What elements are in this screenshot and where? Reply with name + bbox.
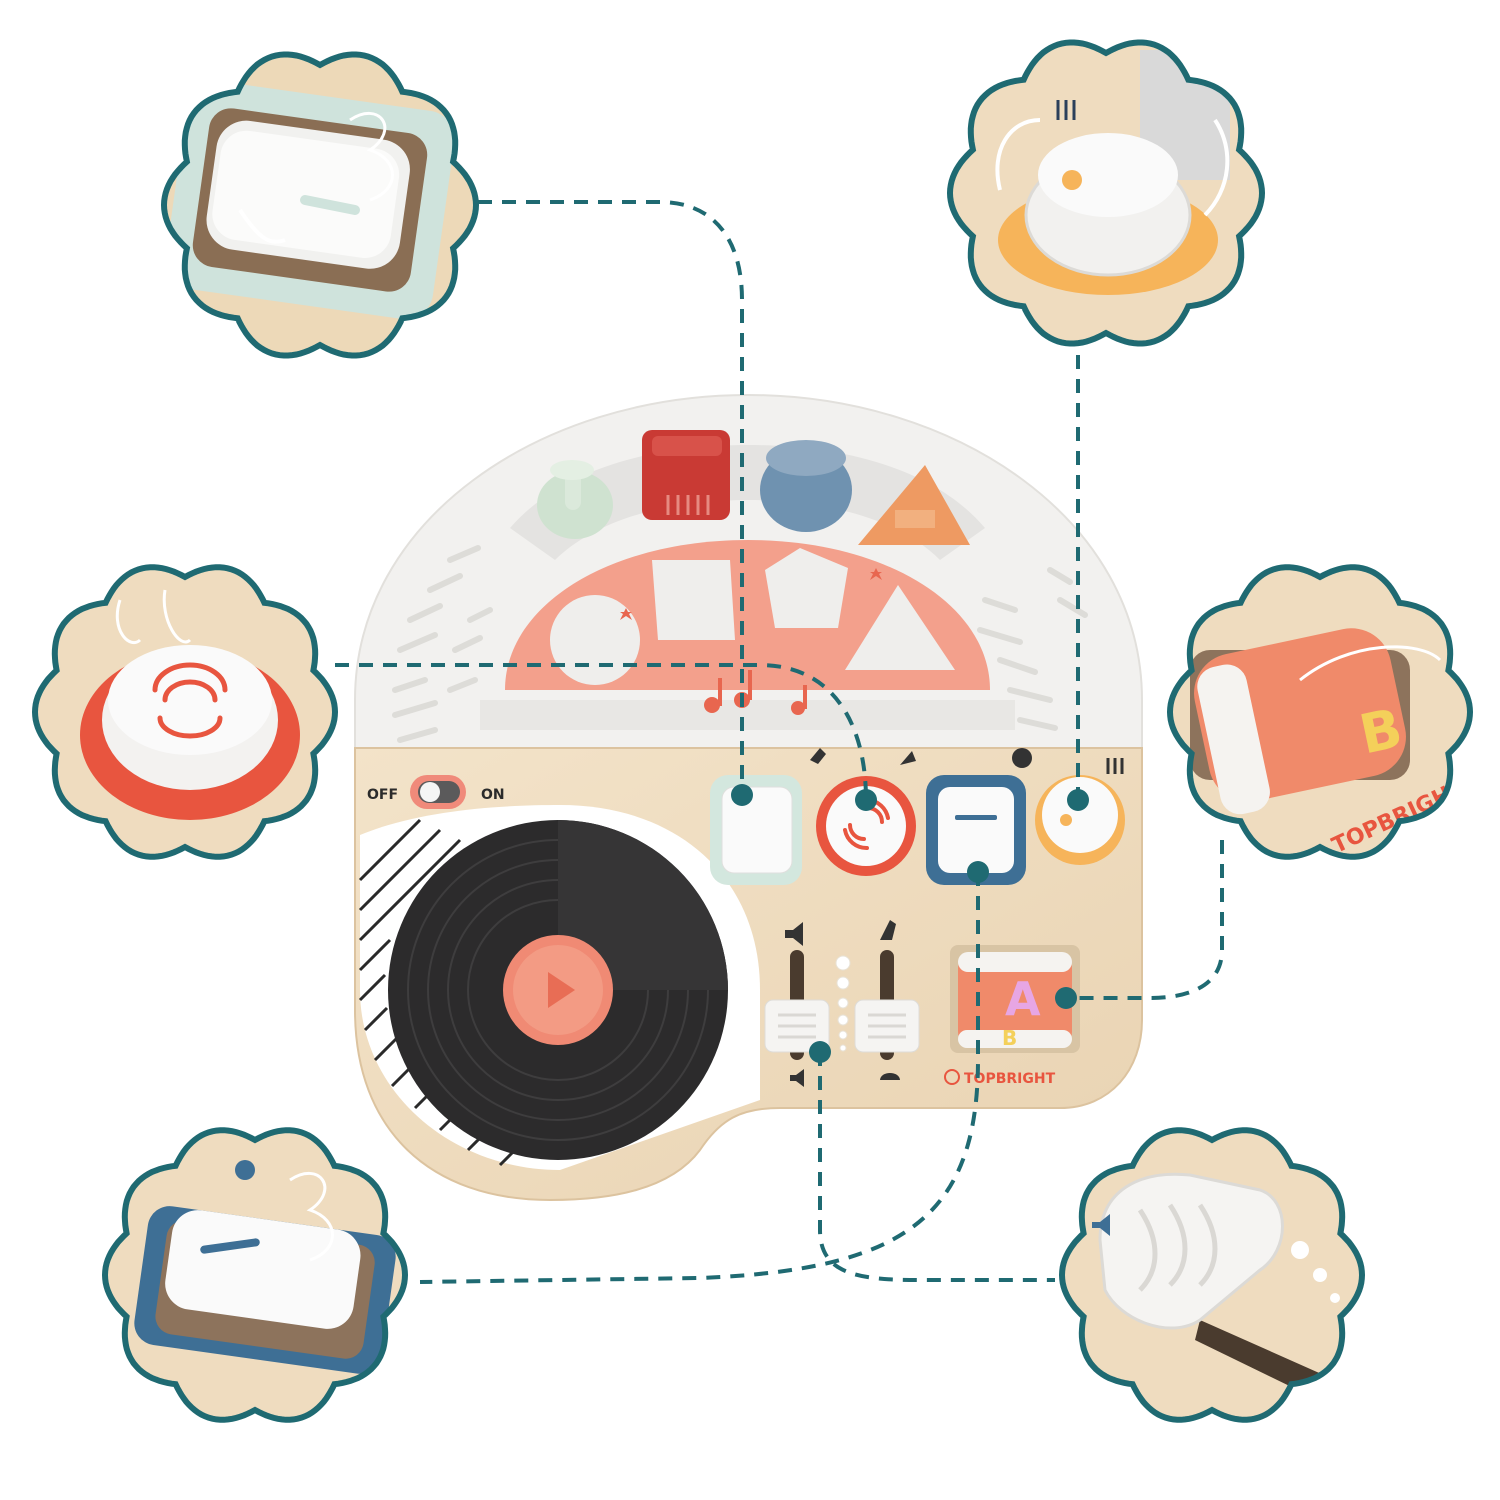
speed-slider[interactable] xyxy=(854,950,920,1060)
piece-red-cube[interactable] xyxy=(642,430,730,520)
callout-mint-button xyxy=(160,51,480,359)
hole-pentagon[interactable] xyxy=(765,548,848,628)
piece-mint-peg[interactable] xyxy=(537,460,613,539)
connector-slider xyxy=(818,1052,1055,1282)
red-round-button[interactable] xyxy=(816,776,916,876)
callout-border xyxy=(1058,1127,1366,1423)
dog-icon xyxy=(1012,748,1032,768)
letter-roller[interactable]: A B xyxy=(950,945,1080,1053)
hole-triangle[interactable] xyxy=(845,585,955,670)
piece-orange-triangle[interactable] xyxy=(858,465,970,545)
volume-up-icon xyxy=(785,922,803,946)
speaker-grille-left xyxy=(392,545,493,743)
shape-sorter-base xyxy=(480,700,1015,730)
volume-slider[interactable] xyxy=(764,950,830,1060)
orange-dial[interactable] xyxy=(1035,775,1125,865)
callout-letter-roller: B TOPBRIGHT xyxy=(1166,564,1474,860)
connector-mint-button xyxy=(478,200,744,795)
rabbit-icon xyxy=(880,920,896,940)
play-icon xyxy=(548,972,575,1008)
slider-level-dots xyxy=(835,955,851,1052)
connector-lines xyxy=(335,200,1224,1284)
switch-on-label: ON xyxy=(481,787,505,803)
hole-circle[interactable] xyxy=(550,595,640,685)
callout-slider xyxy=(1058,1127,1366,1423)
activity-board: OFF ON xyxy=(354,393,1143,1202)
turtle-icon xyxy=(880,1073,900,1080)
callout-red-button xyxy=(31,564,339,860)
roller-letter-b: B xyxy=(1002,1026,1017,1050)
speaker-grille-right xyxy=(977,567,1088,731)
connector-red-button xyxy=(335,663,868,801)
brand-logo-icon xyxy=(944,1069,960,1085)
callout-border xyxy=(946,39,1266,347)
connector-blue-button xyxy=(419,872,980,1284)
clap-icon xyxy=(810,748,826,764)
callout-border xyxy=(101,1127,409,1423)
connector-dots xyxy=(731,784,1089,1063)
power-switch[interactable] xyxy=(410,775,466,809)
turntable[interactable] xyxy=(358,805,760,1170)
party-icon xyxy=(900,751,916,765)
mint-square-button[interactable] xyxy=(710,775,802,885)
mixer-icon xyxy=(1106,758,1124,774)
brand-label: TOPBRIGHT xyxy=(964,1071,1056,1087)
callout-border xyxy=(31,564,339,860)
roller-letter-a: A xyxy=(1005,972,1041,1026)
volume-down-icon xyxy=(790,1069,804,1087)
hole-square[interactable] xyxy=(652,560,735,640)
callout-blue-button xyxy=(101,1127,409,1423)
switch-off-label: OFF xyxy=(367,787,398,803)
shape-sorter-tray xyxy=(510,445,985,560)
piece-blue-pentagon[interactable] xyxy=(760,440,852,532)
callout-orange-dial xyxy=(946,39,1266,347)
connector-roller xyxy=(1066,840,1224,1000)
music-note-icon xyxy=(620,568,882,715)
callout-border xyxy=(160,51,480,359)
blue-square-button[interactable] xyxy=(926,775,1026,885)
callout-border xyxy=(1166,564,1474,860)
